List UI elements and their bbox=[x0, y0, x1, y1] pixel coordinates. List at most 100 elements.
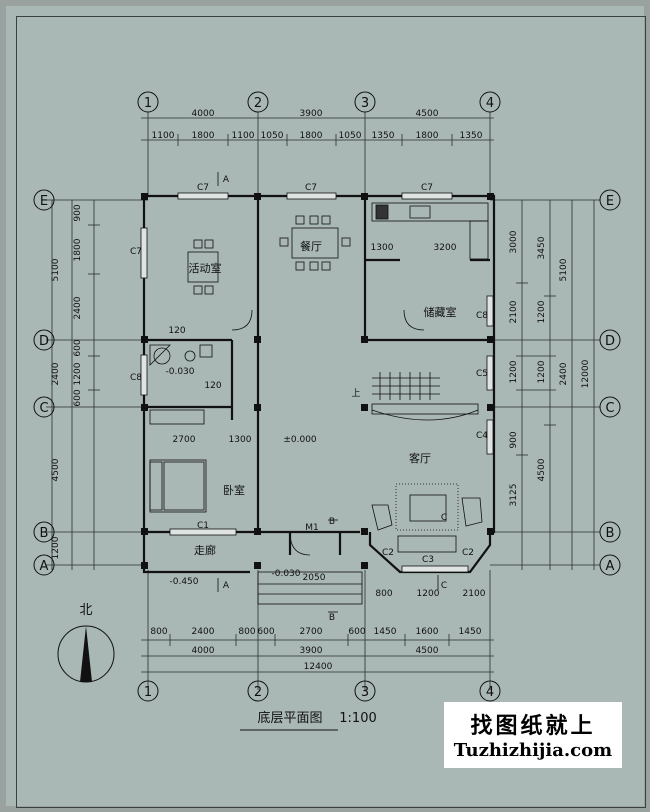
dim-right-a5: 900 bbox=[509, 431, 519, 448]
dim-bot-a8: 1600 bbox=[416, 627, 439, 637]
axis-y-c-right: C bbox=[605, 401, 614, 416]
dim-bot-a7: 1450 bbox=[374, 627, 397, 637]
dim-bot-a6: 600 bbox=[348, 627, 365, 637]
dim-left-a2: 1800 bbox=[73, 238, 83, 261]
window-c7-3: C7 bbox=[421, 183, 433, 193]
dim-top-b2: 1800 bbox=[192, 131, 215, 141]
stair-up-label: 上 bbox=[351, 388, 360, 399]
dim-top-b3: 1100 bbox=[232, 131, 255, 141]
dim-inner-3: 2700 bbox=[173, 435, 196, 445]
furniture bbox=[149, 172, 489, 613]
dim-bot-b3: 4500 bbox=[416, 646, 439, 656]
door-m1: M1 bbox=[305, 523, 319, 533]
dim-inner-10: 2050 bbox=[303, 573, 326, 583]
dim-bot-b2: 3900 bbox=[300, 646, 323, 656]
columns bbox=[141, 193, 494, 569]
window-c8-2: C8 bbox=[476, 311, 488, 321]
drawing-scale: 1:100 bbox=[339, 711, 376, 726]
axis-x-4: 4 bbox=[486, 96, 494, 111]
elevation-main: ±0.000 bbox=[283, 435, 317, 445]
dim-bot-b1: 4000 bbox=[192, 646, 215, 656]
section-a-top: A bbox=[223, 175, 230, 185]
dim-top-b9: 1350 bbox=[460, 131, 483, 141]
dim-top-1: 4000 bbox=[192, 109, 215, 119]
dim-right-a2: 2100 bbox=[509, 300, 519, 323]
elevation-bath: -0.030 bbox=[165, 367, 194, 377]
axis-y-b: B bbox=[40, 526, 49, 541]
axis-x-3-bottom: 3 bbox=[361, 685, 369, 700]
dim-right-b4: 4500 bbox=[537, 458, 547, 481]
dim-right-a1: 3000 bbox=[509, 230, 519, 253]
window-c7-2: C7 bbox=[305, 183, 317, 193]
dim-bot-a3: 800 bbox=[238, 627, 255, 637]
dim-bot-a5: 2700 bbox=[300, 627, 323, 637]
section-c-bottom: C bbox=[441, 581, 447, 591]
dim-inner-5: 120 bbox=[168, 326, 185, 336]
dim-top-3: 4500 bbox=[416, 109, 439, 119]
window-c8-1: C8 bbox=[130, 373, 142, 383]
dim-inner-4: 1300 bbox=[229, 435, 252, 445]
dim-right-b3: 1200 bbox=[537, 360, 547, 383]
window-c2-1: C2 bbox=[382, 548, 394, 558]
room-dining: 餐厅 bbox=[300, 239, 322, 253]
axis-y-e: E bbox=[40, 194, 48, 209]
drawing-border bbox=[16, 16, 646, 808]
axis-y-c: C bbox=[39, 401, 48, 416]
axis-y-a: A bbox=[40, 559, 49, 574]
north-label: 北 bbox=[79, 603, 92, 618]
north-arrow bbox=[57, 625, 115, 683]
dim-top-b5: 1800 bbox=[300, 131, 323, 141]
room-storage: 储藏室 bbox=[424, 305, 457, 319]
dim-left-b1: 5100 bbox=[51, 258, 61, 281]
room-bedroom: 卧室 bbox=[223, 483, 245, 497]
axis-x-2-bottom: 2 bbox=[254, 685, 262, 700]
window-c3: C3 bbox=[422, 555, 434, 565]
watermark-box: 找图纸就上 Tuzhizhijia.com bbox=[444, 702, 622, 768]
room-corridor: 走廊 bbox=[194, 543, 216, 557]
dim-left-a3: 2400 bbox=[73, 296, 83, 319]
annotation-labels: C7 C7 C7 C7 C8 C8 C5 C4 C1 C2 C3 C2 M1 ±… bbox=[130, 175, 488, 623]
dim-right-c1: 5100 bbox=[559, 258, 569, 281]
axis-x-3: 3 bbox=[361, 96, 369, 111]
window-c7-1: C7 bbox=[197, 183, 209, 193]
dim-top-b7: 1350 bbox=[372, 131, 395, 141]
window-c5: C5 bbox=[476, 369, 488, 379]
walls bbox=[142, 194, 496, 574]
dim-left-a4: 600 bbox=[73, 339, 83, 356]
dim-right-a4: 1200 bbox=[509, 360, 519, 383]
window-c4: C4 bbox=[476, 431, 488, 441]
dim-inner-1: 1300 bbox=[371, 243, 394, 253]
dim-left-b3: 4500 bbox=[51, 458, 61, 481]
dim-bot-a1: 800 bbox=[150, 627, 167, 637]
dim-bot-total: 12400 bbox=[304, 662, 333, 672]
section-c-top: C bbox=[441, 513, 447, 523]
axis-y-e-right: E bbox=[606, 194, 614, 209]
dim-right-total: 12000 bbox=[581, 359, 591, 388]
dim-bot-a2: 2400 bbox=[192, 627, 215, 637]
axis-y-a-right: A bbox=[606, 559, 615, 574]
dim-left-a5: 1200 bbox=[73, 362, 83, 385]
room-labels: 活动室 餐厅 储藏室 卧室 客厅 走廊 bbox=[189, 239, 457, 557]
window-c1: C1 bbox=[197, 521, 209, 531]
dim-left-a6: 600 bbox=[73, 389, 83, 406]
windows bbox=[140, 192, 494, 573]
elevation-outside: -0.450 bbox=[169, 577, 198, 587]
dim-inner-6: 120 bbox=[204, 381, 221, 391]
window-c2-2: C2 bbox=[462, 548, 474, 558]
room-living: 客厅 bbox=[409, 451, 431, 465]
dim-top-b8: 1800 bbox=[416, 131, 439, 141]
elevation-entry: -0.030 bbox=[271, 569, 300, 579]
dim-left-b2: 2400 bbox=[51, 362, 61, 385]
axis-y-b-right: B bbox=[606, 526, 615, 541]
dim-top-2: 3900 bbox=[300, 109, 323, 119]
dim-right-b1: 3450 bbox=[537, 236, 547, 259]
dim-right-a6: 3125 bbox=[509, 484, 519, 507]
dim-bot-a4: 600 bbox=[257, 627, 274, 637]
section-a-bottom: A bbox=[223, 581, 230, 591]
drawing-title: 底层平面图 bbox=[257, 710, 322, 726]
axis-x-1-bottom: 1 bbox=[144, 685, 152, 700]
dim-inner-8: 1200 bbox=[417, 589, 440, 599]
section-b-top: B bbox=[329, 517, 335, 527]
window-c7-4: C7 bbox=[130, 247, 142, 257]
